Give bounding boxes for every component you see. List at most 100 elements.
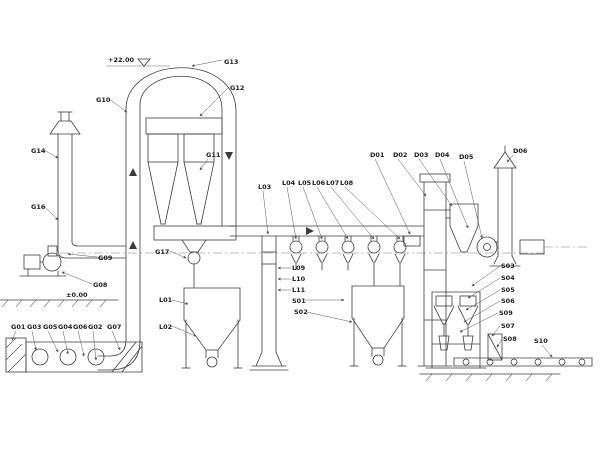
label-l07: L07 bbox=[326, 179, 339, 187]
label-s10: S10 bbox=[534, 337, 548, 345]
label-g17: G17 bbox=[155, 248, 169, 256]
ground-line-right bbox=[419, 373, 561, 382]
standpipe-duct bbox=[249, 235, 289, 371]
label-g10: G10 bbox=[96, 96, 111, 104]
blower-motor bbox=[23, 254, 41, 270]
label-l05: L05 bbox=[298, 179, 312, 187]
label-s06: S06 bbox=[501, 297, 515, 305]
conveyor-pulley bbox=[31, 348, 49, 366]
duct-end-airlock bbox=[403, 235, 421, 247]
label-s01: S01 bbox=[292, 297, 306, 305]
flow-arrow-up-icon bbox=[129, 168, 137, 176]
label-l02: L02 bbox=[159, 323, 172, 331]
label-g12: G12 bbox=[230, 84, 244, 92]
packing-machines bbox=[425, 291, 487, 369]
exhaust-stack-left bbox=[49, 111, 127, 259]
ground-line-left bbox=[0, 299, 119, 308]
bag-elevator bbox=[487, 333, 503, 361]
label-g01: G01 bbox=[11, 323, 26, 331]
cyclone-separator-group bbox=[145, 117, 237, 289]
label-g14: G14 bbox=[31, 147, 46, 155]
bag bbox=[438, 335, 450, 351]
rotary-valve-unit bbox=[393, 235, 407, 287]
bucket-elevator bbox=[417, 173, 453, 367]
stack-cap bbox=[493, 151, 517, 169]
silencer-box bbox=[519, 239, 588, 255]
label-s09: S09 bbox=[499, 309, 513, 317]
label-d03: D03 bbox=[414, 151, 428, 159]
flow-arrow-down-icon bbox=[225, 152, 233, 160]
silo-discharge-feeder bbox=[206, 356, 218, 368]
return-arc-duct bbox=[125, 67, 237, 227]
bag bbox=[462, 335, 474, 351]
blower-fan bbox=[19, 245, 67, 277]
label-l03: L03 bbox=[258, 183, 271, 191]
conveyor-pulley bbox=[87, 348, 105, 366]
label-d05: D05 bbox=[459, 153, 474, 161]
label-elevation-top: +22.00 bbox=[108, 56, 134, 64]
label-l11: L11 bbox=[292, 286, 306, 294]
rotary-valve-unit bbox=[367, 235, 381, 287]
flow-arrow-right-icon bbox=[306, 227, 314, 235]
label-l09: L09 bbox=[292, 264, 306, 272]
label-elevation-ground: ±0.00 bbox=[66, 291, 88, 299]
label-s05: S05 bbox=[501, 286, 515, 294]
bagging-unit bbox=[457, 295, 479, 351]
label-s03: S03 bbox=[501, 262, 515, 270]
product-silo-2 bbox=[349, 285, 407, 367]
label-s04: S04 bbox=[501, 274, 515, 282]
discharge-conveyor bbox=[453, 357, 593, 367]
flow-arrow-up-icon bbox=[129, 241, 137, 249]
cyclone-right bbox=[445, 203, 479, 253]
collecting-hopper bbox=[153, 225, 237, 241]
exhaust-stack-right bbox=[489, 145, 521, 267]
label-g08: G08 bbox=[93, 281, 108, 289]
label-g09: G09 bbox=[98, 254, 113, 262]
label-g11: G11 bbox=[206, 151, 221, 159]
label-g06: G06 bbox=[73, 323, 88, 331]
exhaust-fan bbox=[476, 236, 499, 258]
duct-feeders bbox=[289, 235, 407, 287]
label-g05: G05 bbox=[43, 323, 58, 331]
label-d06: D06 bbox=[513, 147, 528, 155]
label-g04: G04 bbox=[58, 323, 73, 331]
label-l01: L01 bbox=[159, 296, 173, 304]
belt-roller bbox=[510, 358, 518, 366]
label-s08: S08 bbox=[503, 335, 517, 343]
rotary-feeder bbox=[187, 251, 201, 265]
cyclone-cone-right bbox=[183, 161, 198, 225]
riser-duct bbox=[97, 103, 141, 371]
product-silo-1 bbox=[181, 287, 243, 369]
feed-hopper-box bbox=[5, 337, 27, 373]
text-labels: +22.00 ±0.00 G13 G12 G10 G11 G14 G16 G09… bbox=[11, 56, 548, 345]
label-l04: L04 bbox=[282, 179, 296, 187]
bagging-unit bbox=[433, 295, 455, 351]
leader-lines bbox=[11, 59, 553, 361]
belt-roller bbox=[486, 358, 494, 366]
rotary-valve-unit bbox=[315, 235, 329, 271]
belt-roller bbox=[462, 358, 470, 366]
rotary-valve-unit bbox=[289, 235, 303, 271]
elevation-triangle-icon bbox=[137, 58, 151, 67]
elevation-datum-marker bbox=[106, 58, 170, 67]
label-l06: L06 bbox=[312, 179, 326, 187]
label-g03: G03 bbox=[27, 323, 41, 331]
feed-conveyor-assembly bbox=[5, 337, 143, 373]
fan-impeller bbox=[42, 252, 62, 272]
label-g16: G16 bbox=[31, 203, 46, 211]
cyclone-cone-left bbox=[147, 161, 162, 225]
label-g02: G02 bbox=[88, 323, 102, 331]
rotary-valve-unit bbox=[341, 235, 355, 271]
label-l08: L08 bbox=[340, 179, 354, 187]
belt-roller bbox=[578, 358, 586, 366]
label-d02: D02 bbox=[393, 151, 407, 159]
label-d01: D01 bbox=[370, 151, 385, 159]
belt-roller bbox=[558, 358, 566, 366]
label-l10: L10 bbox=[292, 275, 306, 283]
label-g07: G07 bbox=[107, 323, 121, 331]
label-g13: G13 bbox=[224, 58, 238, 66]
label-s07: S07 bbox=[501, 322, 515, 330]
label-d04: D04 bbox=[435, 151, 450, 159]
